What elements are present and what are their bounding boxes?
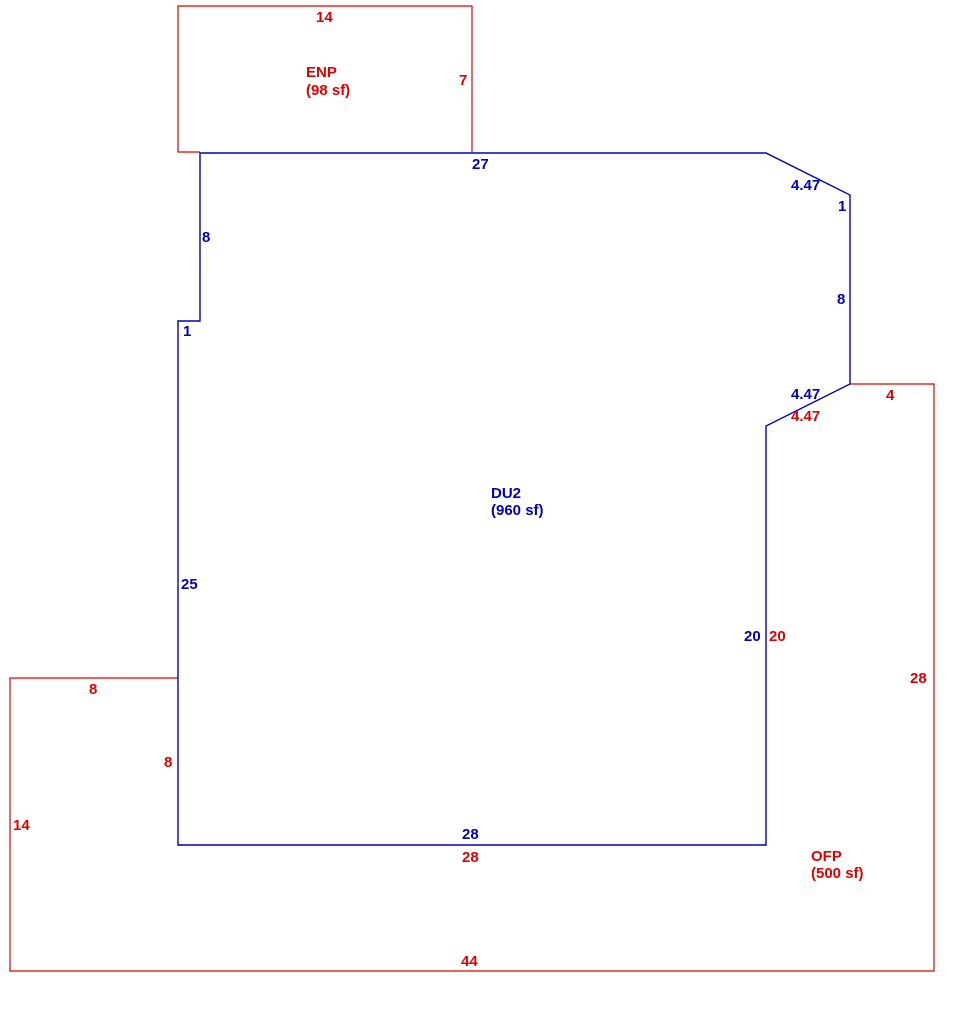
dim-du2-left-lower: 25 bbox=[181, 576, 198, 593]
du2-name-label: DU2 bbox=[491, 485, 521, 502]
dim-ofp-diag: 4.47 bbox=[791, 408, 820, 425]
dim-ofp-inner-left: 20 bbox=[769, 628, 786, 645]
dim-du2-right-upper: 8 bbox=[837, 291, 845, 308]
dim-du2-bottom: 28 bbox=[462, 826, 479, 843]
dim-du2-diag-top: 4.47 bbox=[791, 177, 820, 194]
dim-ofp-left: 14 bbox=[13, 817, 30, 834]
enp-name-label: ENP bbox=[306, 64, 337, 81]
dim-du2-left-upper: 8 bbox=[202, 229, 210, 246]
dim-du2-top: 27 bbox=[472, 156, 489, 173]
ofp-name-label: OFP bbox=[811, 848, 842, 865]
dim-ofp-inner-left-short: 8 bbox=[164, 754, 172, 771]
du2-outline bbox=[177, 152, 851, 846]
dim-du2-diag-lower: 4.47 bbox=[791, 386, 820, 403]
dim-ofp-right: 28 bbox=[910, 670, 927, 687]
ofp-outline bbox=[9, 383, 935, 972]
dim-enp-top: 14 bbox=[316, 9, 333, 26]
ofp-area-label: (500 sf) bbox=[811, 865, 864, 882]
enp-area-label: (98 sf) bbox=[306, 82, 350, 99]
dim-ofp-top-left: 8 bbox=[89, 681, 97, 698]
dim-ofp-inner-bottom: 28 bbox=[462, 849, 479, 866]
dim-du2-step-right: 1 bbox=[838, 198, 846, 215]
dim-ofp-bottom: 44 bbox=[461, 953, 478, 970]
dim-enp-right: 7 bbox=[459, 72, 467, 89]
dim-du2-right-lower: 20 bbox=[744, 628, 761, 645]
dim-du2-step-left: 1 bbox=[183, 323, 191, 340]
enp-outline bbox=[177, 5, 473, 153]
dim-ofp-top: 4 bbox=[886, 387, 895, 404]
du2-area-label: (960 sf) bbox=[491, 502, 544, 519]
